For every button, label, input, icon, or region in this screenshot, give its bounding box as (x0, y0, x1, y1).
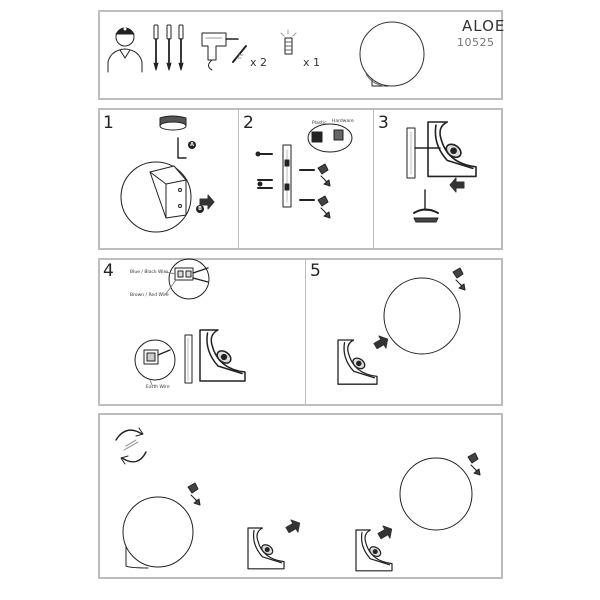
screw-quantity: x 2 (250, 56, 268, 69)
product-title: ALOE (462, 17, 506, 35)
badge-a: A (188, 141, 196, 149)
badge-b: B (196, 205, 204, 213)
hex-key-icon (280, 29, 297, 55)
step-number-3: 3 (378, 113, 389, 133)
power-drill-icon (201, 32, 239, 71)
drill-bit-icon (232, 45, 247, 63)
steps-4-5-frame (98, 258, 503, 406)
rotate-icon (115, 427, 147, 465)
brown-red-wire-label: Brown / Red Wire (130, 293, 169, 298)
divider-1-2 (238, 110, 239, 248)
step4-illustration (134, 258, 246, 386)
blue-black-wire-label: Blue / Black Wire (130, 270, 169, 275)
step-number-2: 2 (243, 113, 254, 133)
hex-key-quantity: x 1 (303, 56, 321, 69)
step6-right-illustration (355, 452, 481, 572)
screwdriver-set-icon (153, 24, 184, 71)
step6-left-illustration (122, 482, 201, 569)
divider-4-5 (305, 260, 306, 404)
step1-illustration (120, 115, 215, 233)
installer-person-icon (107, 27, 143, 73)
step2-illustration (255, 123, 353, 219)
step-number-1: 1 (103, 113, 114, 133)
header-frame (98, 10, 503, 100)
product-code: 10525 (457, 36, 495, 49)
step5-illustration (337, 267, 466, 385)
step-number-4: 4 (103, 261, 114, 281)
step3-illustration (406, 121, 477, 223)
earth-wire-label: Earth Wire (146, 385, 170, 390)
steps-1-3-frame (98, 108, 503, 250)
globe-lamp-icon (359, 21, 425, 87)
step-6-frame (98, 413, 503, 579)
divider-2-3 (373, 110, 374, 248)
step-number-5: 5 (310, 261, 321, 281)
hardware-label: Hardware (332, 119, 354, 124)
step6-middle-illustration (247, 516, 304, 570)
plastic-label: Plastic (312, 121, 327, 126)
